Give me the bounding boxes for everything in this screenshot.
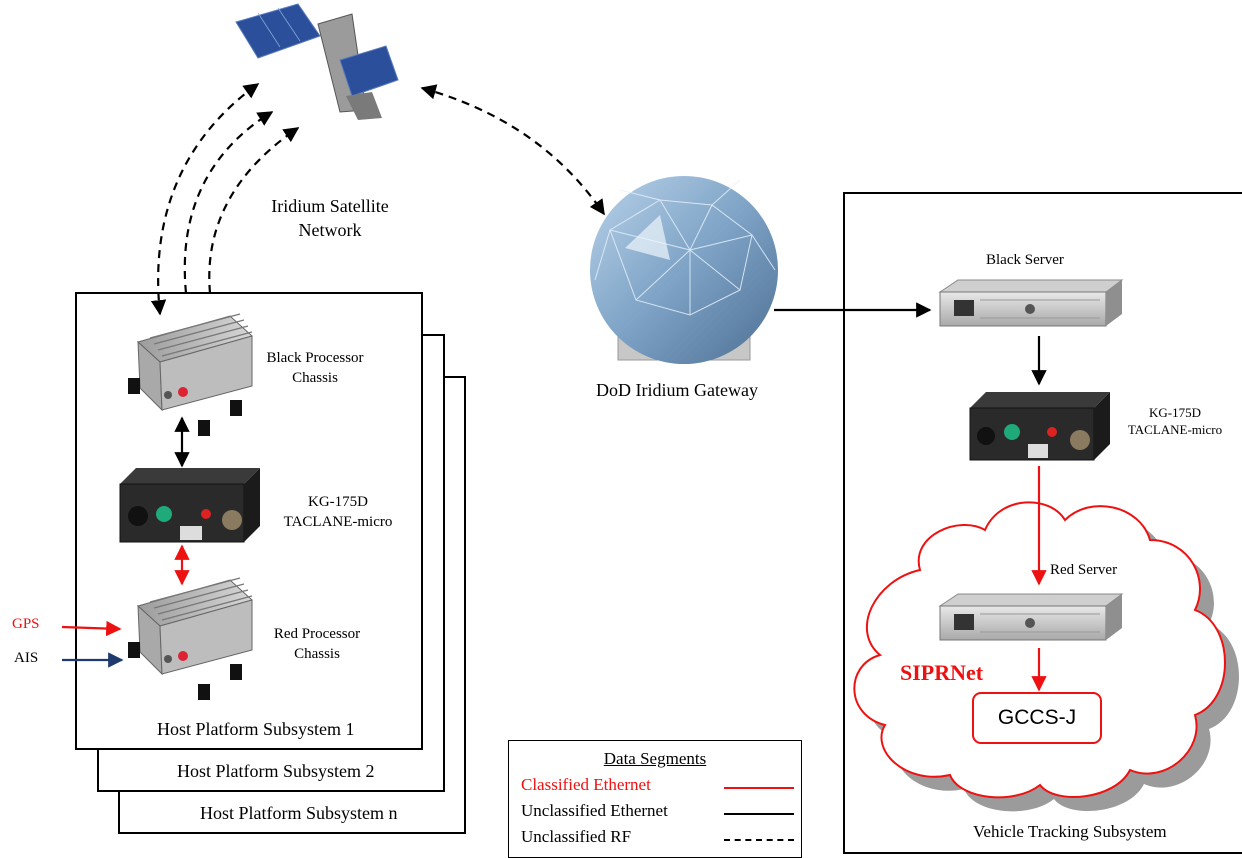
legend: Data Segments Classified Ethernet Unclas… [508,740,802,858]
gateway-label: DoD Iridium Gateway [596,380,758,400]
gps-input-arrow [61,620,122,637]
vt-taclane-icon [969,392,1110,461]
gateway-dome-icon [590,176,778,364]
host-taclane-icon [119,468,260,543]
siprnet-label: SIPRNet [900,660,984,685]
host-taclane-label: KG-175D TACLANE-micro [283,494,393,530]
legend-item-classified-ethernet: Classified Ethernet [521,775,651,794]
ais-label: AIS [14,650,39,666]
legend-swatch-classified-ethernet [724,787,794,789]
rf-link-gateway [420,84,605,216]
legend-title: Data Segments [603,749,707,768]
legend-swatch-unclassified-ethernet [724,813,794,815]
red-processor-chassis-icon [128,577,254,700]
vt-taclane-label: KG-175D TACLANE-micro [1127,405,1223,437]
black-server-icon [938,279,1124,327]
legend-item-unclassified-rf: Unclassified RF [521,827,632,846]
host-subsystem-1-label: Host Platform Subsystem 1 [157,719,355,739]
gps-label: GPS [12,616,40,632]
rf-link-2 [183,111,274,294]
rf-link-1 [150,83,260,316]
black-processor-chassis-icon [128,313,254,436]
host-subsystem-n-label: Host Platform Subsystem n [200,803,398,823]
legend-item-unclassified-ethernet: Unclassified Ethernet [521,801,668,820]
red-processor-label: Red Processor Chassis [273,626,361,662]
gccs-j-box: GCCS-J [972,692,1102,744]
black-processor-label: Black Processor Chassis [266,350,364,386]
siprnet-cloud [853,501,1239,812]
rf-link-3 [208,127,300,294]
satellite-icon [235,3,399,120]
vehicle-tracking-label: Vehicle Tracking Subsystem [973,822,1167,841]
legend-swatch-unclassified-rf [724,839,794,841]
black-server-label: Black Server [986,252,1064,268]
red-server-label: Red Server [1050,562,1118,578]
red-server-icon [938,593,1124,641]
host-subsystem-2-label: Host Platform Subsystem 2 [177,761,375,781]
satellite-network-label: Iridium Satellite Network [271,196,389,240]
